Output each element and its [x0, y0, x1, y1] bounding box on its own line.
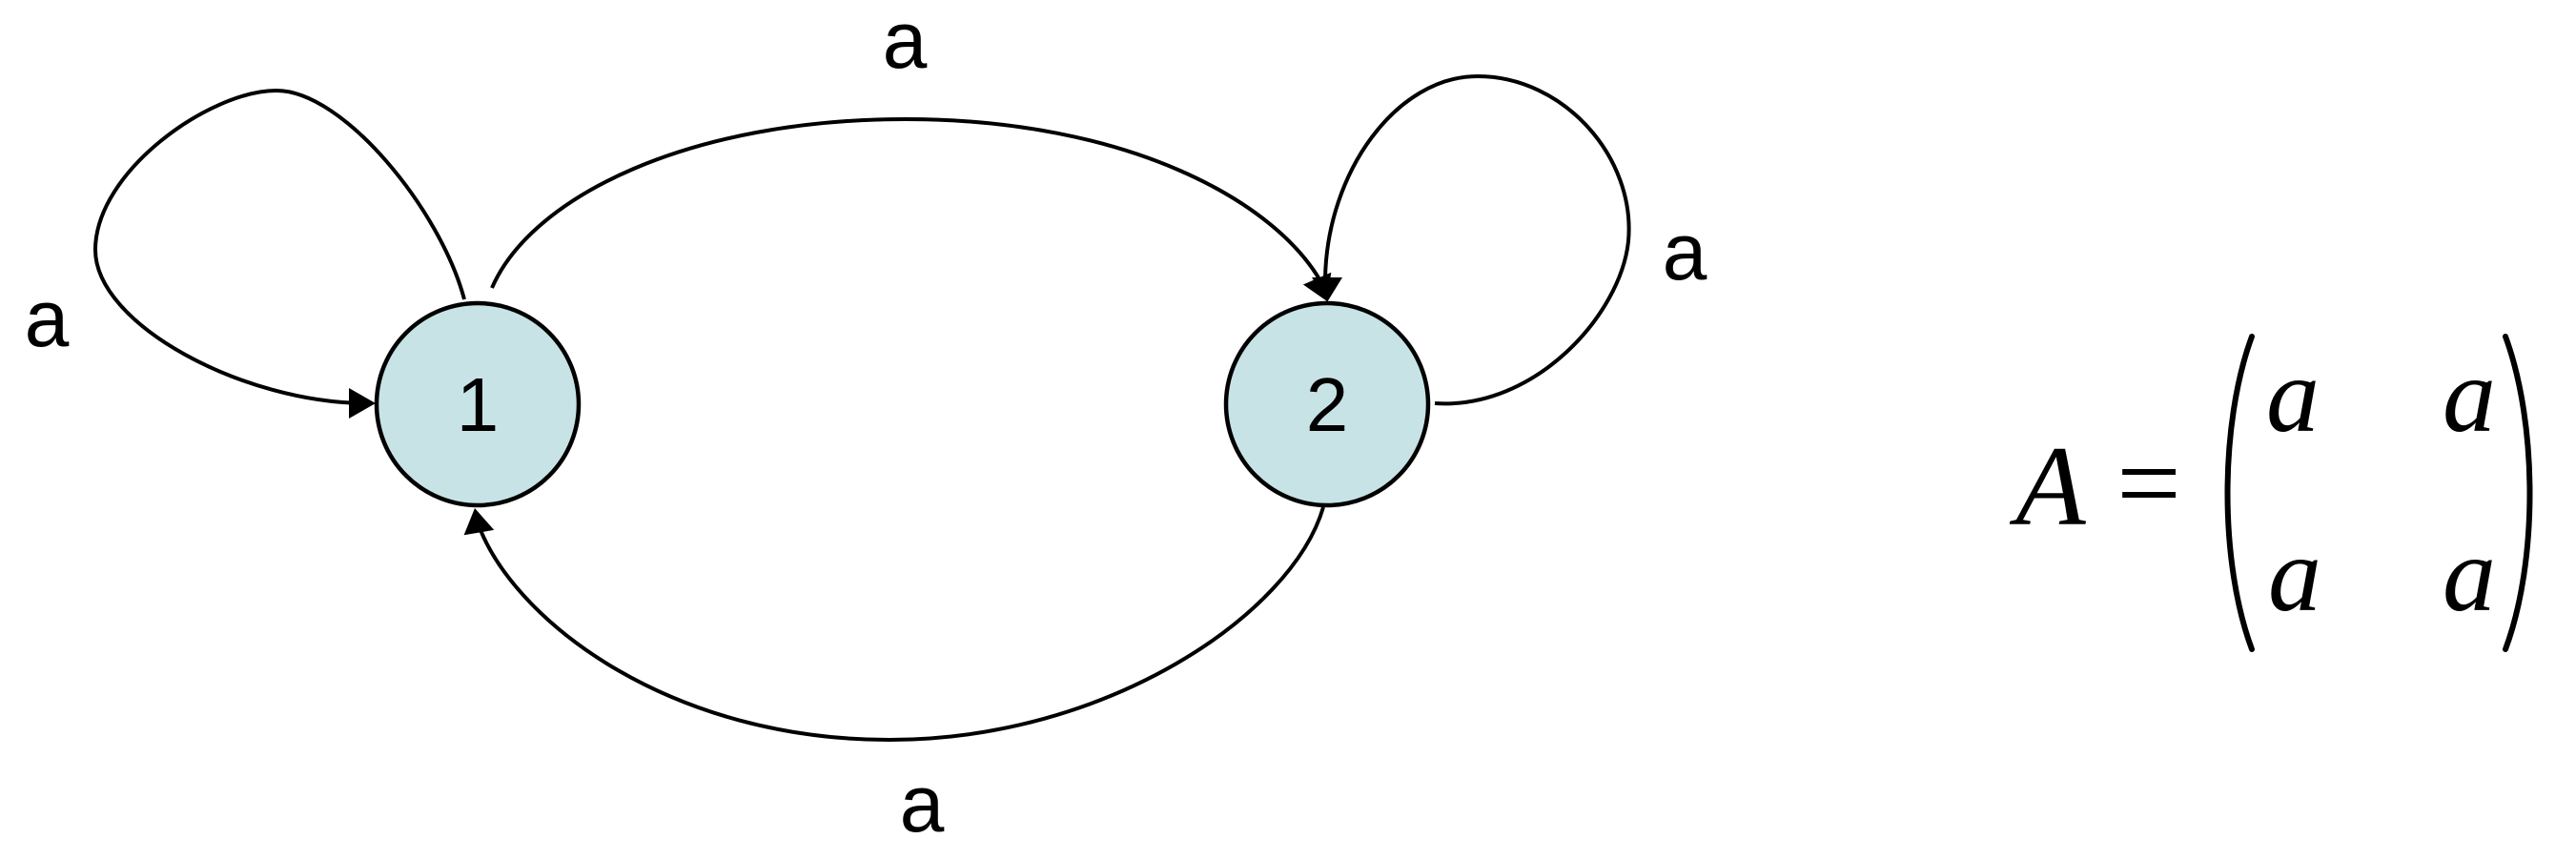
transition-2-to-1-arrowhead-icon — [463, 508, 495, 536]
equation-lhs-A: A — [2009, 422, 2086, 549]
transition-label-1-to-1: a — [25, 274, 70, 363]
matrix-left-paren — [2224, 334, 2255, 652]
self-loop-state-1-arrowhead-icon — [349, 388, 376, 419]
matrix-entry-2-2: a — [2443, 516, 2496, 634]
adjacency-matrix-equation: A = a a a a — [2009, 334, 2533, 652]
matrix-entry-1-2: a — [2443, 337, 2496, 455]
self-loop-state-2-arrowhead-icon — [1312, 277, 1342, 302]
transition-2-to-1-path — [479, 506, 1325, 743]
transition-label-2-to-2: a — [1663, 207, 1707, 297]
matrix-right-paren — [2503, 334, 2533, 652]
state-1-node — [374, 300, 582, 508]
state-1-label: 1 — [457, 362, 500, 447]
matrix-entry-1-1: a — [2266, 337, 2320, 455]
self-loop-state-2-path — [1323, 73, 1631, 406]
transition-label-2-to-1: a — [900, 759, 945, 849]
matrix-entry-2-1: a — [2268, 516, 2321, 634]
equation-equals-sign: = — [2110, 419, 2187, 546]
self-loop-state-1-path — [92, 88, 466, 405]
state-2-label: 2 — [1306, 362, 1349, 447]
transition-1-to-2-path — [490, 116, 1325, 289]
transition-label-1-to-2: a — [883, 0, 928, 85]
state-2-node — [1223, 300, 1431, 508]
